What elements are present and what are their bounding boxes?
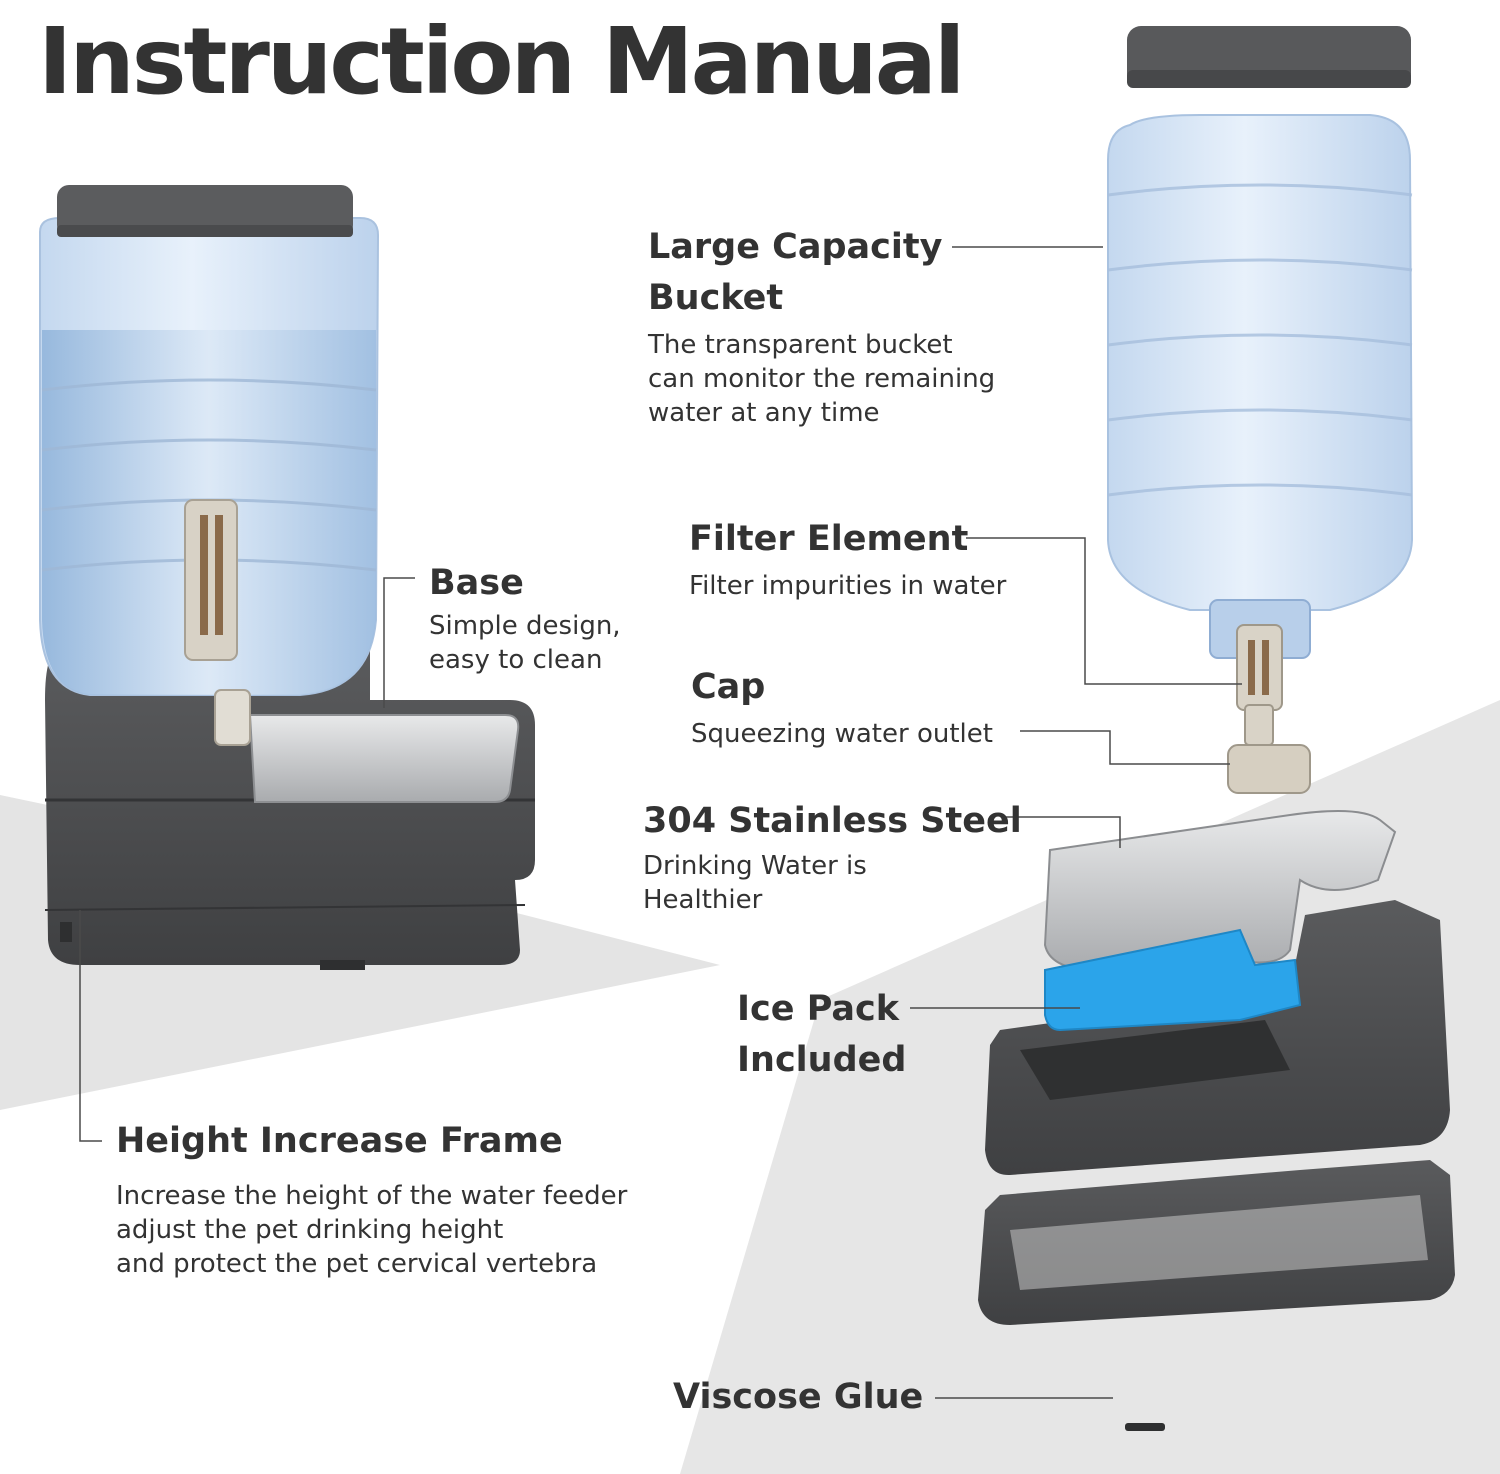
exploded-view <box>978 26 1455 1431</box>
dispenser-bowl <box>248 714 520 803</box>
callout-glue-title: Viscose Glue <box>673 1377 924 1417</box>
callout-frame-desc-2: adjust the pet drinking height <box>116 1215 504 1246</box>
leader-cap <box>1020 730 1230 765</box>
callout-filter-desc: Filter impurities in water <box>689 570 1007 601</box>
exploded-ice-pack <box>1044 928 1302 1032</box>
callout-frame-title: Height Increase Frame <box>116 1121 563 1161</box>
callout-cap: Cap Squeezing water outlet <box>691 662 993 751</box>
exploded-cap <box>1227 744 1311 794</box>
callout-steel-desc-1: Drinking Water is <box>643 850 867 881</box>
callout-base-desc-1: Simple design, <box>429 610 621 641</box>
callout-cap-desc: Squeezing water outlet <box>691 718 993 749</box>
callout-filter-title: Filter Element <box>689 519 969 559</box>
dispenser-base <box>45 650 535 965</box>
callout-ice: Ice Pack Included <box>737 984 906 1086</box>
callout-base: Base Simple design, easy to clean <box>429 558 621 677</box>
leader-steel <box>1006 816 1121 848</box>
callout-frame: Height Increase Frame Increase the heigh… <box>116 1116 627 1282</box>
callout-cap-title: Cap <box>691 667 766 707</box>
callout-steel-title: 304 Stainless Steel <box>643 801 1022 841</box>
callout-bucket-desc-2: can monitor the remaining <box>648 363 996 394</box>
dispenser-filter <box>184 499 238 661</box>
callout-bucket-desc-3: water at any time <box>648 398 880 429</box>
callout-frame-desc-1: Increase the height of the water feeder <box>116 1180 628 1211</box>
callout-frame-desc-3: and protect the pet cervical vertebra <box>116 1249 598 1280</box>
callout-glue: Viscose Glue <box>673 1372 923 1423</box>
callout-base-title: Base <box>429 563 524 603</box>
leader-frame <box>79 910 102 1142</box>
assembled-dispenser <box>39 185 535 970</box>
leader-filter <box>966 537 1242 685</box>
callout-bucket-desc-1: The transparent bucket <box>648 329 953 360</box>
callout-filter: Filter Element Filter impurities in wate… <box>689 514 1006 603</box>
callout-base-desc-2: easy to clean <box>429 645 603 676</box>
callout-ice-title-2: Included <box>737 1039 907 1080</box>
exploded-filter <box>1236 624 1283 711</box>
leader-lines <box>79 246 1242 1399</box>
callout-steel-desc-2: Healthier <box>643 885 763 916</box>
leader-base <box>383 577 415 708</box>
dispenser-lid <box>57 185 353 237</box>
callout-ice-title-1: Ice Pack <box>737 989 900 1029</box>
callout-bucket-title-1: Large Capacity <box>648 227 943 267</box>
callout-steel: 304 Stainless Steel Drinking Water is He… <box>643 796 1022 917</box>
page-title: Instruction Manual <box>38 8 965 115</box>
callout-bucket: Large Capacity Bucket The transparent bu… <box>648 222 995 430</box>
callout-bucket-title-2: Bucket <box>648 277 784 318</box>
